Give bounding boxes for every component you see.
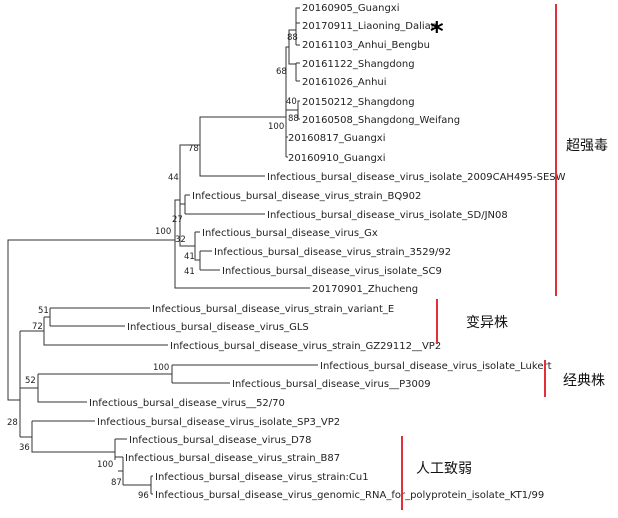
bootstrap-value: 52 — [25, 376, 36, 386]
bootstrap-value: 36 — [19, 443, 30, 453]
group-label-very-virulent: 超强毒 — [566, 138, 608, 154]
group-label-variant: 变异株 — [466, 315, 508, 331]
leaf-label: Infectious_bursal_disease_virus_strain_B… — [192, 191, 421, 202]
bootstrap-values: 88 68 40 88 100 78 44 27 32 41 41 100 51… — [7, 33, 299, 501]
leaf-label: Infectious_bursal_disease_virus_strain_B… — [125, 453, 340, 464]
leaf-label: 20170901_Zhucheng — [312, 284, 418, 295]
leaf-label: Infectious_bursal_disease_virus_isolate_… — [267, 172, 566, 183]
branch — [179, 144, 200, 230]
leaf-label: Infectious_bursal_disease_virus_isolate_… — [267, 210, 508, 221]
leaf-label: Infectious_bursal_disease_virus_strain:C… — [155, 472, 369, 483]
leaf-label: Infectious_bursal_disease_virus__52/70 — [89, 398, 285, 409]
branch — [199, 116, 286, 177]
leaf-label: Infectious_bursal_disease_virus_strain_v… — [152, 304, 394, 315]
branch — [194, 232, 200, 261]
tree-branches — [7, 7, 318, 495]
leaf-label: Infectious_bursal_disease_virus_strain_G… — [170, 341, 441, 352]
bootstrap-value: 88 — [287, 33, 298, 43]
group-label-attenuated: 人工致弱 — [416, 461, 472, 477]
bootstrap-value: 88 — [288, 114, 299, 124]
bootstrap-value: 27 — [172, 215, 183, 225]
leaf-label: 20160910_Guangxi — [288, 153, 386, 164]
bootstrap-value: 32 — [175, 235, 186, 245]
leaf-label: 20161103_Anhui_Bengbu — [302, 40, 430, 51]
leaf-label: Infectious_bursal_disease_virus_strain_3… — [214, 247, 451, 258]
leaf-label: 20170911_Liaoning_Dalian — [302, 21, 437, 32]
bootstrap-value: 78 — [188, 144, 199, 154]
branch — [31, 421, 115, 453]
branch — [43, 317, 168, 346]
bootstrap-value: 87 — [111, 478, 122, 488]
bootstrap-value: 96 — [138, 491, 149, 501]
bootstrap-value: 100 — [153, 363, 169, 373]
branch — [7, 239, 175, 320]
leaf-label: Infectious_bursal_disease_virus_isolate_… — [222, 266, 442, 277]
bootstrap-value: 51 — [38, 306, 49, 316]
branch — [7, 320, 20, 401]
bootstrap-value: 100 — [155, 227, 171, 237]
bootstrap-value: 40 — [286, 97, 297, 107]
leaf-label: 20161026_Anhui — [302, 77, 387, 88]
bootstrap-value: 41 — [184, 267, 195, 277]
bootstrap-value: 68 — [276, 67, 287, 77]
leaf-label: Infectious_bursal_disease_virus__P3009 — [232, 379, 431, 390]
bootstrap-value: 72 — [32, 322, 43, 332]
branch — [179, 230, 195, 247]
group-label-classic: 经典株 — [563, 373, 605, 389]
branch — [174, 199, 310, 289]
leaf-label: 20161122_Shangdong — [302, 59, 415, 70]
leaf-label: 20160905_Guangxi — [302, 3, 400, 14]
leaf-label: Infectious_bursal_disease_virus_GLS — [127, 322, 309, 333]
leaf-label: Infectious_bursal_disease_virus_genomic_… — [155, 490, 544, 501]
leaf-label: Infectious_bursal_disease_virus_Gx — [202, 228, 378, 239]
leaf-label: Infectious_bursal_disease_virus_D78 — [129, 435, 312, 446]
leaf-label: 20160508_Shangdong_Weifang — [302, 115, 460, 126]
leaf-labels: 20160905_Guangxi 20170911_Liaoning_Dalia… — [89, 3, 566, 501]
leaf-label: 20150212_Shangdong — [302, 97, 415, 108]
bootstrap-value: 100 — [97, 460, 113, 470]
bootstrap-value: 100 — [268, 122, 284, 132]
leaf-label: Infectious_bursal_disease_virus_isolate_… — [320, 361, 552, 372]
bootstrap-value: 41 — [184, 252, 195, 262]
bootstrap-value: 44 — [168, 173, 179, 183]
branch — [295, 7, 300, 24]
leaf-label: 20160817_Guangxi — [288, 133, 386, 144]
highlight-asterisk: * — [430, 17, 444, 47]
leaf-label: Infectious_bursal_disease_virus_isolate_… — [97, 417, 340, 428]
branch — [37, 374, 87, 403]
bootstrap-value: 28 — [7, 418, 18, 428]
